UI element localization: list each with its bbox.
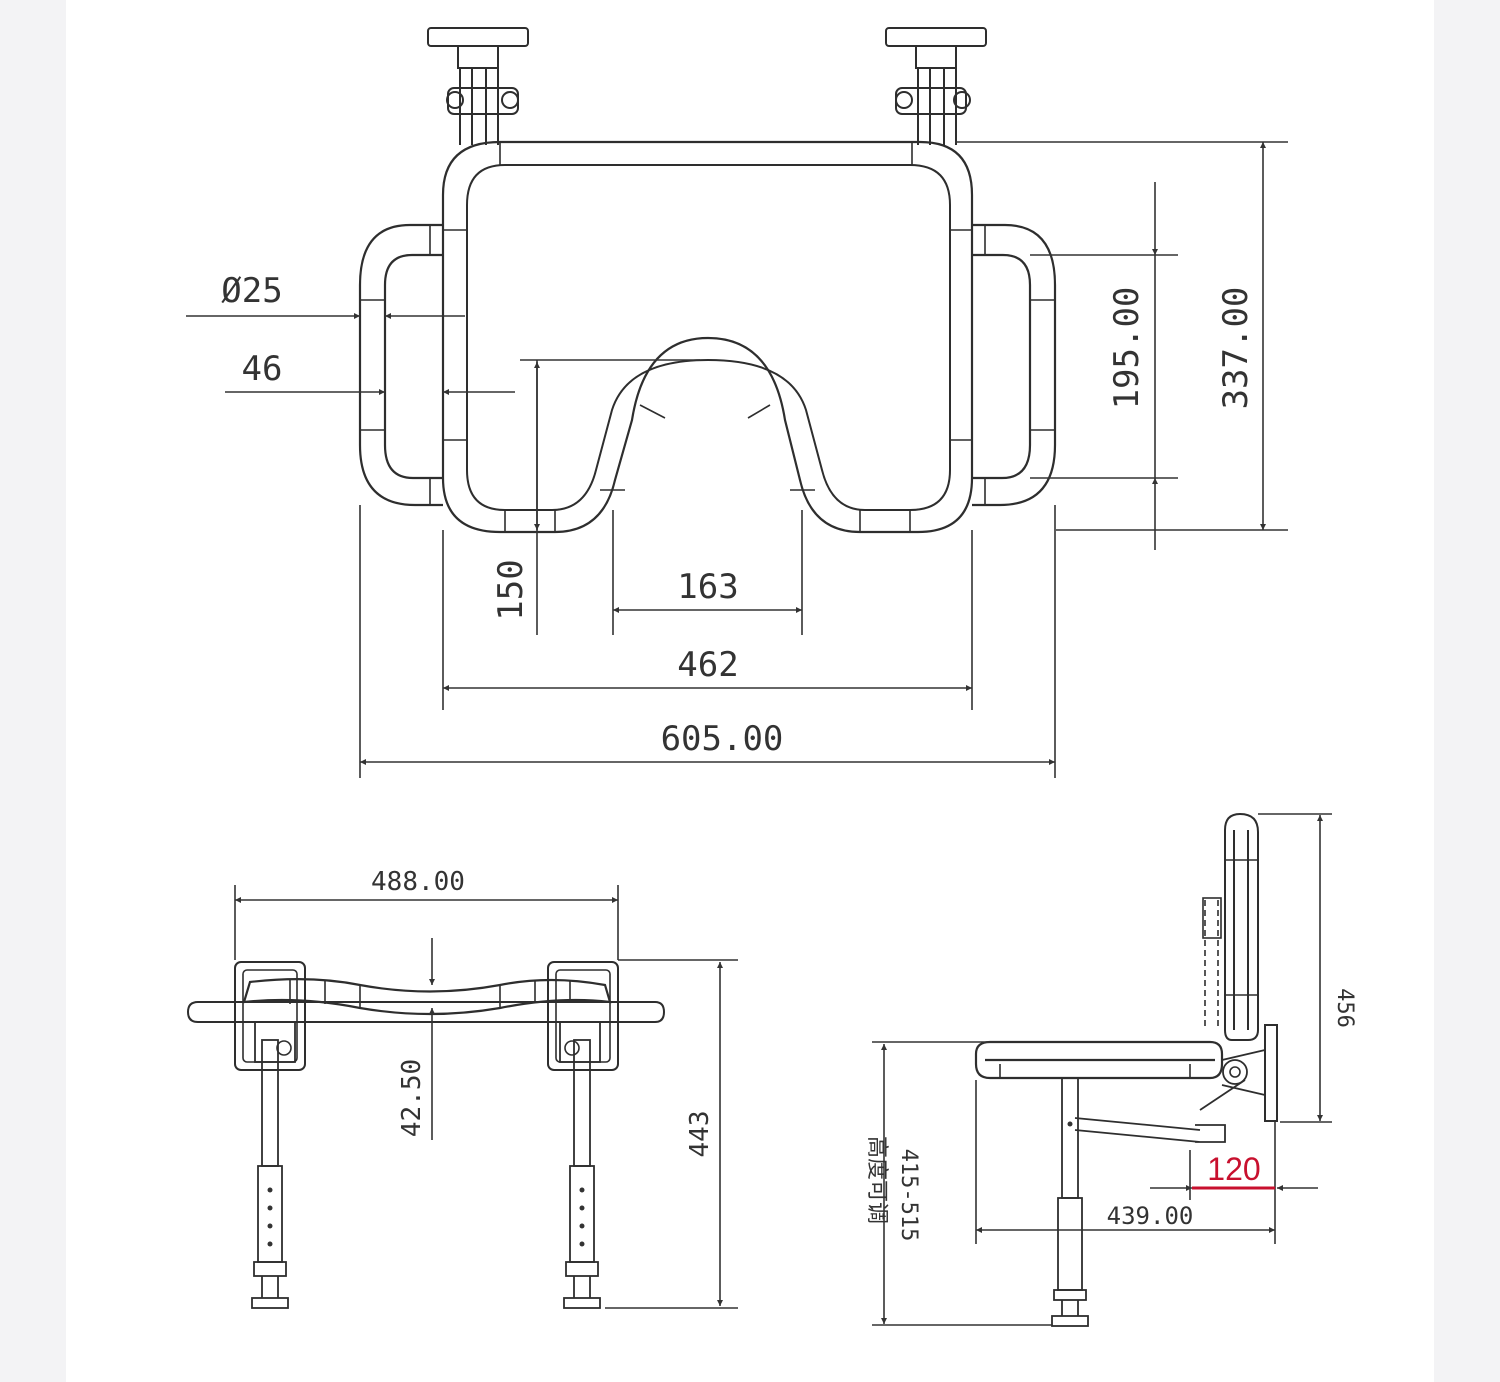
drawing-sheet [66,0,1434,1382]
dim-cutout-width: 163 [613,567,802,613]
dim-arm-gap: 46 [225,349,515,395]
front-seat [242,978,612,1016]
side-seat [974,1040,1224,1080]
label-overall-depth: 337.00 [1216,287,1256,410]
side-armrest [1224,812,1259,1041]
dim-side-height-range: 415-515 高度可调 [864,1044,921,1324]
side-leg [1051,1077,1089,1327]
label-seat-width: 462 [677,645,738,685]
top-view: 605.00 462 163 150 Ø25 46 195.00 [186,27,1288,778]
dim-front-curve: 42.50 [397,938,435,1140]
dim-cutout-depth: 150 [491,362,540,621]
seat-frame-outer [441,140,974,534]
dim-side-wall-offset: 120 [1150,1151,1318,1191]
dim-overall-depth: 337.00 [1216,142,1266,530]
front-leg-right [563,1039,601,1309]
side-wall-plate [1264,1024,1278,1122]
label-side-wall-offset: 120 [1207,1151,1260,1187]
dim-overall-width: 605.00 [360,719,1055,765]
label-front-curve: 42.50 [397,1059,427,1137]
label-front-width: 488.00 [371,867,465,897]
front-leg-left [251,1039,289,1309]
label-side-adjustable: 高度可调 [864,1136,889,1224]
dim-front-height: 443 [685,962,723,1306]
label-side-depth: 439.00 [1107,1202,1194,1230]
armrest-left [358,223,443,507]
label-seat-depth: 195.00 [1107,287,1147,410]
wall-bracket-right [885,27,987,145]
dim-side-depth: 439.00 [976,1202,1275,1233]
dim-tube-diameter: Ø25 [186,271,465,319]
dim-side-folded-height: 456 [1317,815,1357,1121]
label-cutout-width: 163 [677,567,738,607]
label-front-height: 443 [685,1111,715,1158]
label-side-height-range: 415-515 [896,1149,921,1242]
armrest-right [972,223,1057,507]
dim-seat-width: 462 [443,645,972,691]
wall-bracket-left [427,27,529,145]
label-tube-diameter: Ø25 [221,271,282,311]
dim-front-width: 488.00 [235,867,618,903]
front-armrest-tube [186,1001,666,1023]
label-side-folded-height: 456 [1332,988,1357,1028]
front-view: 488.00 42.50 443 [186,867,738,1309]
seat-frame-inner [466,164,951,511]
side-view: 456 415-515 高度可调 439.00 120 [864,812,1357,1327]
label-arm-gap: 46 [242,349,283,389]
label-cutout-depth: 150 [491,559,531,620]
dim-seat-depth: 195.00 [1107,182,1158,550]
label-overall-width: 605.00 [661,719,784,759]
